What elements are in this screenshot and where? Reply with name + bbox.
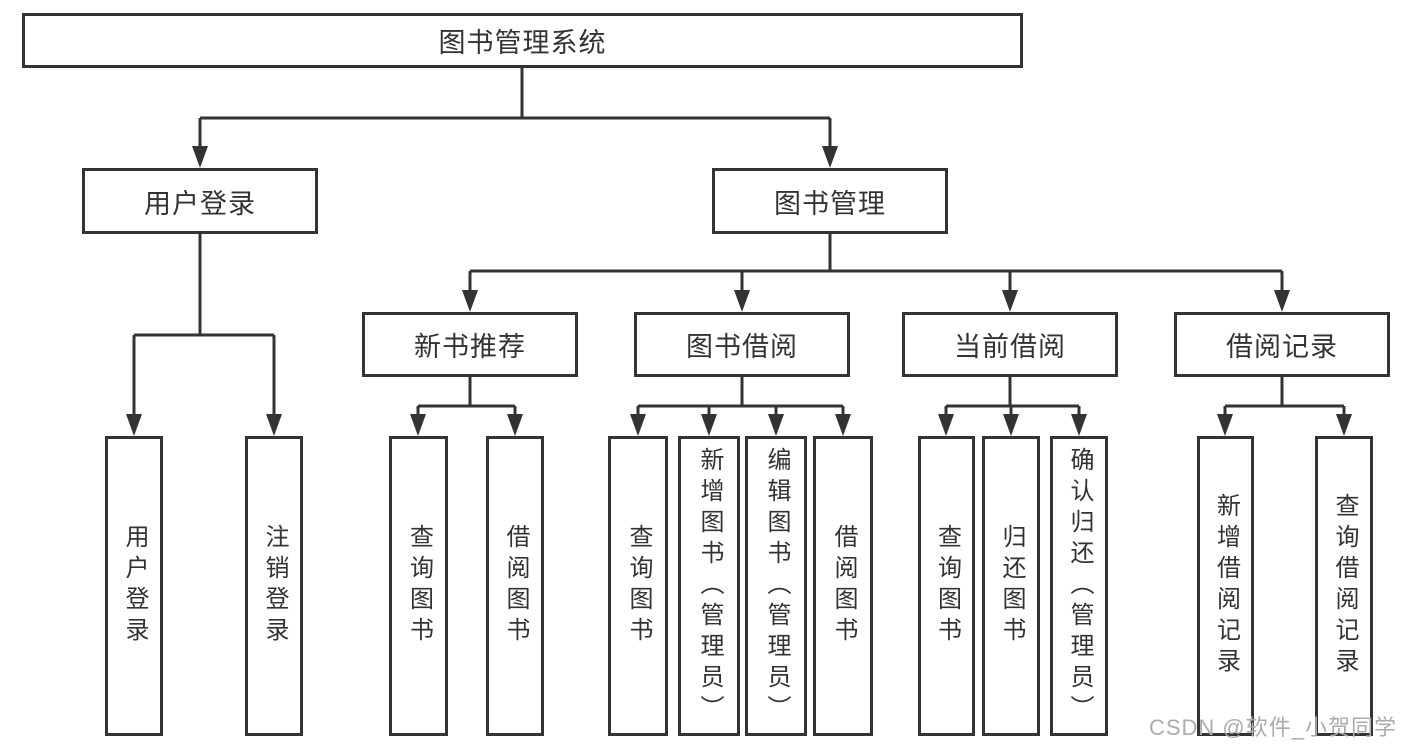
leaf-borrow-books-2: 借阅图书: [813, 436, 873, 736]
node-label: 当前借阅: [954, 332, 1066, 362]
node-book-management: 图书管理: [712, 168, 948, 234]
leaf-add-borrow-record: 新增借阅记录: [1197, 436, 1254, 736]
node-borrowing-records: 借阅记录: [1174, 312, 1390, 377]
leaf-query-books-2: 查询图书: [608, 436, 668, 736]
node-library-management-system: 图书管理系统: [22, 13, 1023, 68]
leaf-label: 借阅图书: [502, 524, 529, 648]
leaf-add-books-admin: 新增图书（管理员）: [678, 436, 740, 736]
leaf-label: 借阅图书: [830, 524, 857, 648]
leaf-logout: 注销登录: [245, 436, 303, 736]
leaf-label: 查询图书: [933, 524, 961, 648]
leaf-label: 确认归还（管理员）: [1066, 446, 1093, 726]
leaf-label: 查询借阅记录: [1331, 493, 1358, 679]
leaf-query-books-1: 查询图书: [389, 436, 448, 736]
leaf-label: 查询图书: [625, 524, 652, 648]
node-label: 图书借阅: [686, 332, 798, 362]
leaf-confirm-return-admin: 确认归还（管理员）: [1050, 436, 1108, 736]
leaf-query-books-3: 查询图书: [918, 436, 975, 736]
node-label: 图书管理系统: [438, 28, 607, 58]
leaf-return-books: 归还图书: [982, 436, 1040, 736]
leaf-label: 新增图书（管理员）: [696, 446, 723, 726]
node-label: 新书推荐: [414, 332, 526, 362]
csdn-watermark: CSDN @软件_小贺同学: [1148, 715, 1397, 740]
leaf-label: 用户登录: [121, 524, 148, 648]
leaf-edit-books-admin: 编辑图书（管理员）: [745, 436, 807, 736]
leaf-user-login: 用户登录: [105, 436, 163, 736]
leaf-label: 新增借阅记录: [1212, 493, 1240, 679]
node-user-login: 用户登录: [82, 168, 318, 234]
leaf-label: 查询图书: [405, 524, 433, 648]
node-label: 借阅记录: [1226, 332, 1338, 362]
leaf-query-borrow-record: 查询借阅记录: [1315, 436, 1373, 736]
node-book-borrowing: 图书借阅: [634, 312, 850, 377]
leaf-label: 归还图书: [998, 524, 1025, 648]
node-label: 用户登录: [144, 188, 256, 219]
leaf-label: 注销登录: [261, 524, 288, 648]
node-current-borrowing: 当前借阅: [902, 312, 1118, 377]
node-new-book-recommendation: 新书推荐: [362, 312, 578, 377]
leaf-borrow-books-1: 借阅图书: [486, 436, 544, 736]
node-label: 图书管理: [774, 188, 886, 219]
leaf-label: 编辑图书（管理员）: [763, 446, 790, 726]
